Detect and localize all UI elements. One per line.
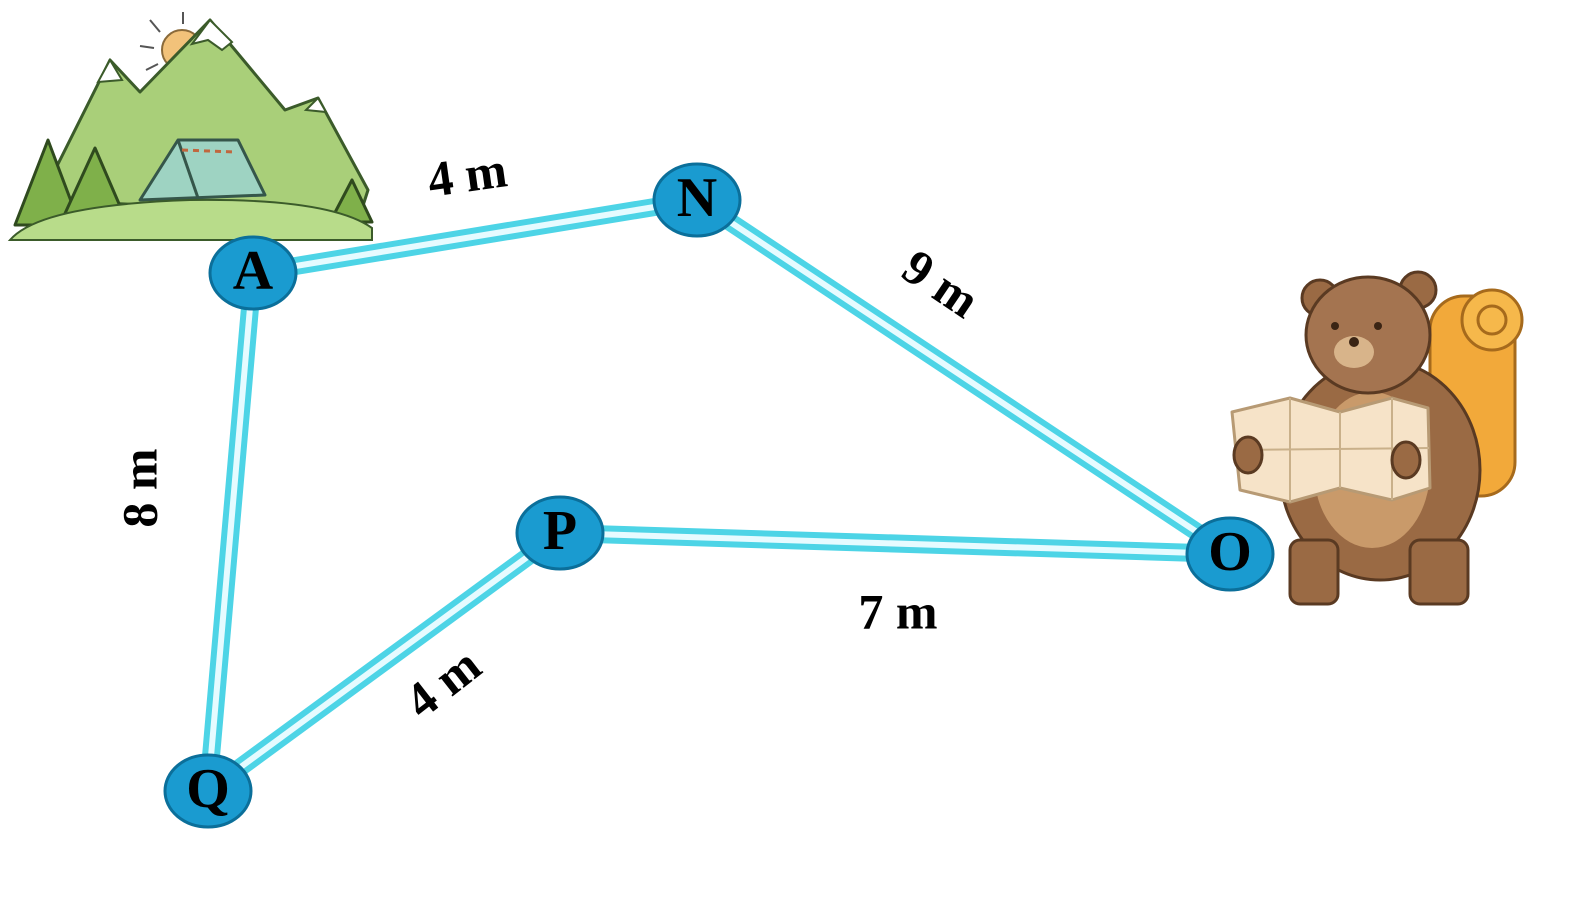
node-circle: [1185, 516, 1275, 592]
node-O: O: [1185, 516, 1275, 592]
edge-N-O: [688, 191, 1239, 563]
edge-label-O-P: 7 m: [858, 583, 937, 639]
node-circle: [208, 235, 298, 311]
edge-line-core: [205, 270, 256, 794]
edges-layer: [199, 191, 1239, 800]
node-label-O: O: [1208, 521, 1252, 583]
edge-label-A-N: 4 m: [424, 141, 510, 207]
node-P: P: [515, 495, 605, 571]
node-label-A: A: [233, 240, 274, 302]
node-circle: [652, 162, 742, 238]
node-label-N: N: [677, 167, 717, 229]
node-circle: [515, 495, 605, 571]
node-A: A: [208, 235, 298, 311]
bear-hiker-icon: [1230, 270, 1524, 606]
edge-line-core: [694, 197, 1233, 557]
edge-label-Q-A: 8 m: [111, 448, 167, 527]
edge-Q-A: [199, 264, 262, 800]
camp-scene-icon: [7, 12, 374, 241]
node-N: N: [652, 162, 742, 238]
node-Q: Q: [163, 753, 253, 829]
edge-O-P: [551, 524, 1239, 563]
node-label-Q: Q: [186, 758, 230, 820]
edge-label-N-O: 9 m: [893, 238, 990, 329]
edge-line-core: [557, 530, 1233, 557]
edge-P-Q: [199, 524, 569, 800]
edge-line-core: [205, 530, 563, 794]
node-label-P: P: [543, 500, 577, 562]
edge-A-N: [244, 191, 706, 282]
edge-line-core: [250, 197, 700, 276]
node-circle: [163, 753, 253, 829]
nodes-layer: A N O P Q: [163, 162, 1275, 829]
